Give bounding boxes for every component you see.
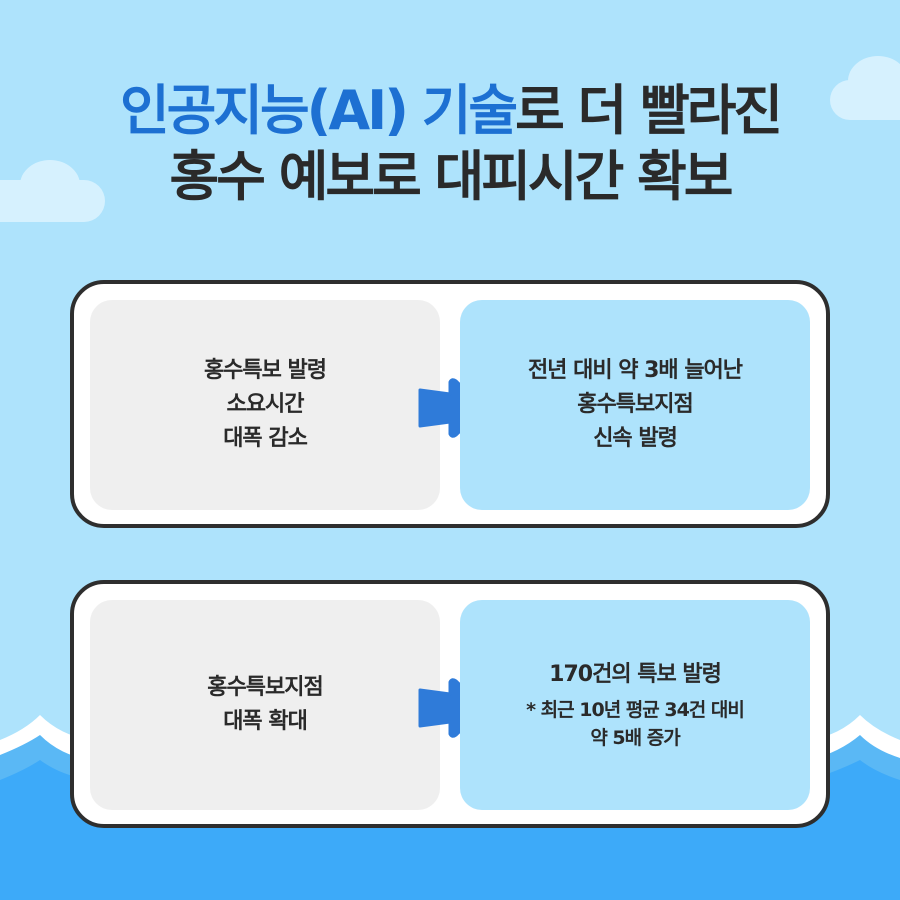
info-card-1: 홍수특보 발령 소요시간 대폭 감소 전년 대비 약 3배 늘어난 홍수특보지점…	[70, 280, 830, 528]
cloud-decoration	[20, 160, 80, 210]
text-line: 홍수특보지점	[207, 675, 323, 700]
text-line: 홍수특보 발령	[203, 358, 327, 383]
text-line: 170건의 특보 발령	[549, 662, 722, 687]
card1-after-box: 전년 대비 약 3배 늘어난 홍수특보지점 신속 발령	[460, 300, 810, 510]
ocean-waves	[0, 715, 900, 900]
text-line: 소요시간	[226, 392, 305, 417]
text-line: 신속 발령	[593, 426, 678, 451]
title-line2: 홍수 예보로 대피시간 확보	[169, 145, 734, 208]
card2-after-box: 170건의 특보 발령 * 최근 10년 평균 34건 대비 약 5배 증가	[460, 600, 810, 810]
text-line: 대폭 감소	[223, 426, 308, 451]
text-line: 대폭 확대	[223, 709, 308, 734]
cloud-decoration	[848, 56, 900, 106]
page-title: 인공지능(AI) 기술로 더 빨라진 홍수 예보로 대피시간 확보	[0, 78, 900, 210]
card1-before-box: 홍수특보 발령 소요시간 대폭 감소	[90, 300, 440, 510]
footnote-line: 약 5배 증가	[590, 727, 680, 749]
card2-before-box: 홍수특보지점 대폭 확대	[90, 600, 440, 810]
footnote-line: * 최근 10년 평균 34건 대비	[526, 699, 745, 721]
title-highlight: 인공지능(AI) 기술	[119, 79, 518, 142]
title-line1: 로 더 빨라진	[515, 79, 783, 142]
info-card-2: 홍수특보지점 대폭 확대 170건의 특보 발령 * 최근 10년 평균 34건…	[70, 580, 830, 828]
text-line: 홍수특보지점	[577, 392, 693, 417]
text-line: 전년 대비 약 3배 늘어난	[527, 358, 743, 383]
